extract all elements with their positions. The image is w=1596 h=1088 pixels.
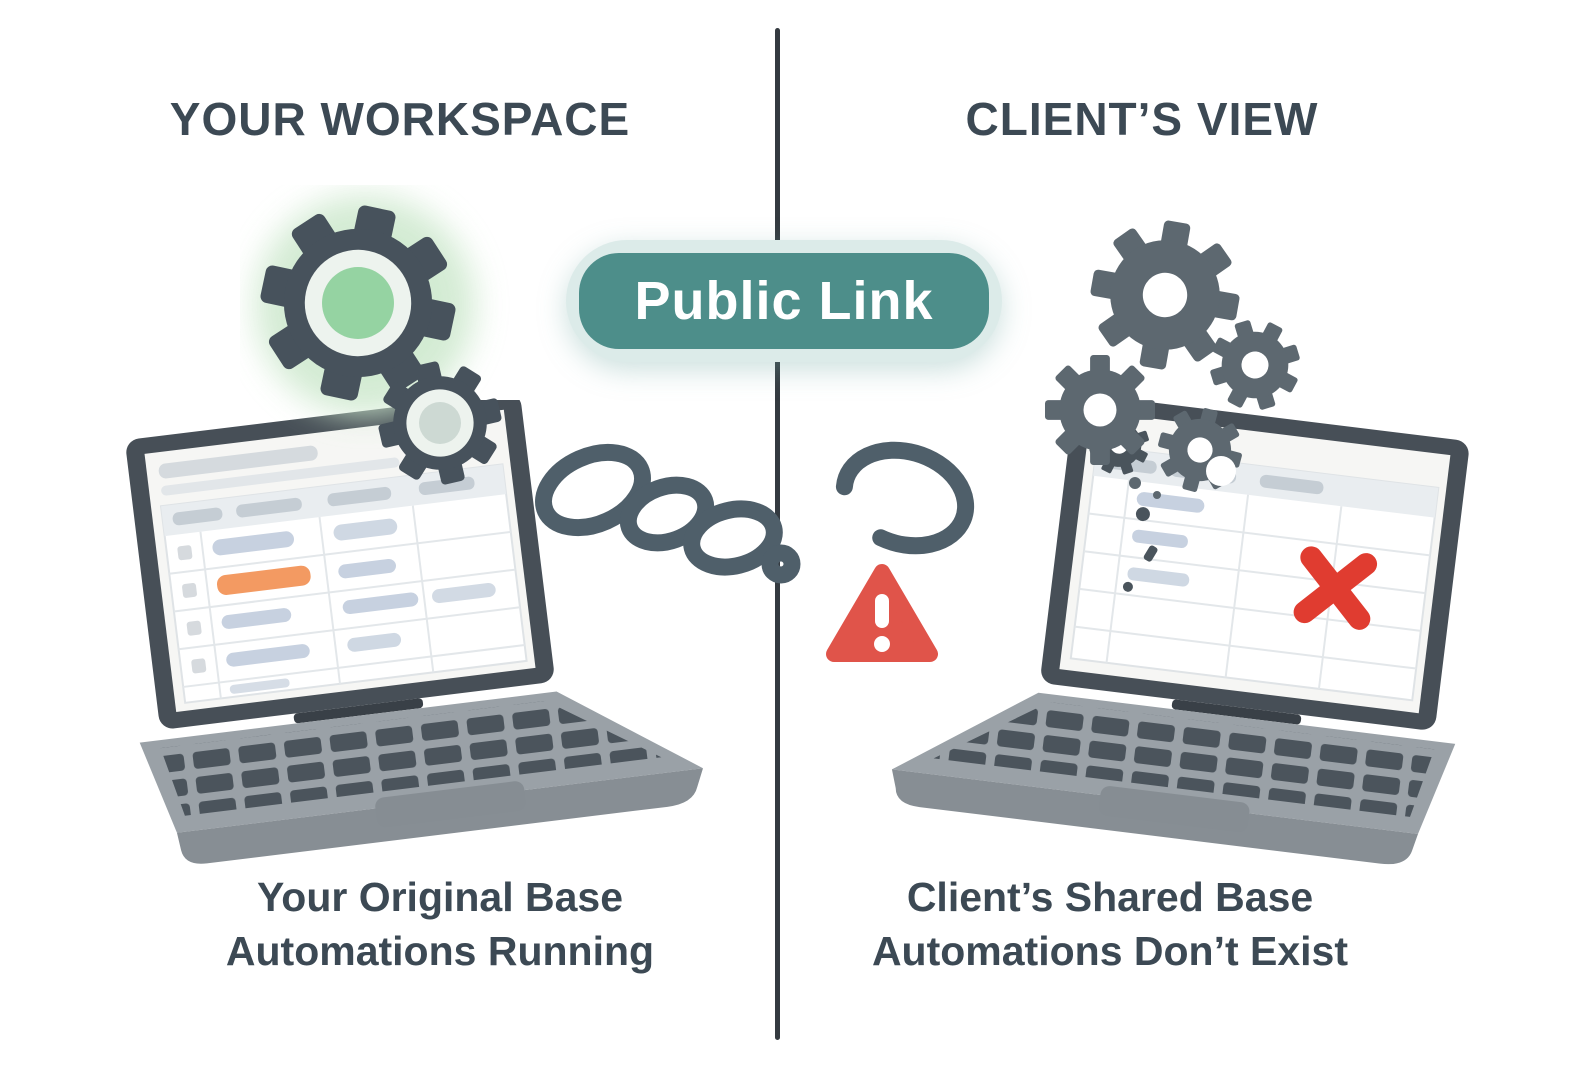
broken-chain-icon: [535, 441, 975, 584]
left-laptop-keyboard: [160, 700, 662, 816]
left-caption-line1: Your Original Base: [256, 874, 624, 920]
large-gear-hub: [322, 267, 394, 339]
left-screen-toolbar-bar: [158, 445, 318, 479]
warning-exclamation-dot: [874, 636, 890, 652]
table-row-checkboxes: [177, 545, 207, 674]
public-link-label: Public Link: [634, 271, 934, 331]
warning-triangle-icon: [826, 564, 938, 662]
right-heading: CLIENT’S VIEW: [965, 93, 1319, 145]
warning-exclamation-bar: [875, 594, 889, 628]
right-laptop-trackpad: [1098, 786, 1250, 833]
error-x-icon: [1293, 546, 1378, 630]
gear-break-bite: [1206, 456, 1236, 486]
left-spreadsheet-table: [159, 463, 528, 704]
right-caption-line1: Client’s Shared Base: [906, 874, 1314, 920]
right-caption: Client’s Shared Base Automations Don’t E…: [800, 870, 1420, 978]
left-caption: Your Original Base Automations Running: [110, 870, 770, 978]
gear-fragment: [1129, 477, 1141, 489]
public-link-badge: Public Link: [566, 240, 1002, 362]
gear-fragment: [1153, 491, 1161, 499]
gear-icon: [1148, 398, 1252, 502]
left-caption-line2: Automations Running: [225, 928, 655, 975]
broken-gear-fragments: [1122, 507, 1158, 592]
public-link-pill: Public Link: [579, 253, 989, 349]
broken-gears-icon: [1045, 209, 1316, 502]
running-gears-icon: [243, 188, 525, 508]
scattered-gears: [1045, 209, 1316, 502]
right-laptop-illustration: [891, 400, 1469, 865]
left-laptop-hinge: [293, 698, 424, 724]
left-laptop-trackpad: [375, 781, 526, 828]
left-heading: YOUR WORKSPACE: [169, 93, 631, 145]
gear-icon: [1045, 355, 1155, 465]
left-screen-subtitle-bar: [161, 457, 400, 496]
right-caption-line2: Automations Don’t Exist: [871, 928, 1349, 975]
right-laptop-hinge: [1171, 699, 1302, 725]
chain-links: [535, 441, 975, 584]
highlighted-cell-bar: [216, 565, 311, 595]
table-grid-lines: [169, 505, 525, 699]
small-gear-hub: [419, 402, 461, 444]
right-laptop-keyboard: [933, 702, 1435, 817]
